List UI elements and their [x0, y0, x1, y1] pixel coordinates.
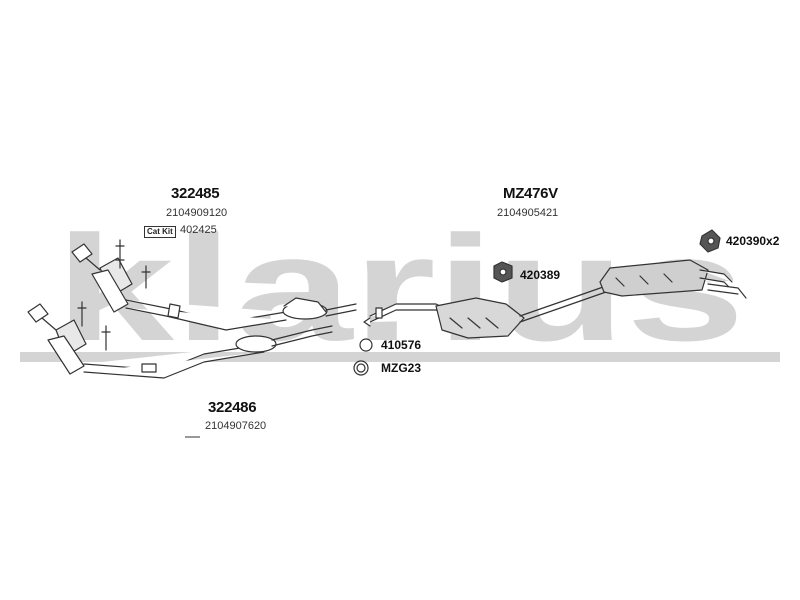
clamp-part-number: MZG23: [381, 361, 422, 375]
group-main-number: 322486: [208, 399, 257, 416]
group-main-number: 322485: [171, 185, 220, 202]
ring-part-number: 410576: [381, 338, 422, 352]
mount-rubber-icon-2: [493, 261, 513, 283]
group-ref-number: 2104909120: [166, 207, 228, 219]
sealing-ring-icon: [359, 338, 373, 352]
mount-rubber-icon-1: [699, 229, 721, 253]
group-ref-number: 2104905421: [497, 207, 559, 219]
cat-kit-badge: Cat Kit: [144, 226, 176, 238]
cat-kit-number: 402425: [180, 224, 217, 236]
sensor-marks: [77, 239, 151, 351]
rear-silencer: [599, 259, 747, 299]
group-ref-number: 2104907620: [205, 420, 267, 432]
front-pipe-upper: [71, 243, 357, 331]
mount-part-number: 420390x2: [726, 234, 780, 248]
front-pipe-lower: [27, 303, 333, 379]
group-main-number: MZ476V: [503, 185, 558, 202]
watermark-underline: [20, 352, 780, 362]
mount-part-number: 420389: [520, 268, 561, 282]
connector-clamp: [375, 307, 383, 319]
clamp-icon: [353, 360, 369, 376]
centre-silencer-pipe: [363, 285, 607, 339]
